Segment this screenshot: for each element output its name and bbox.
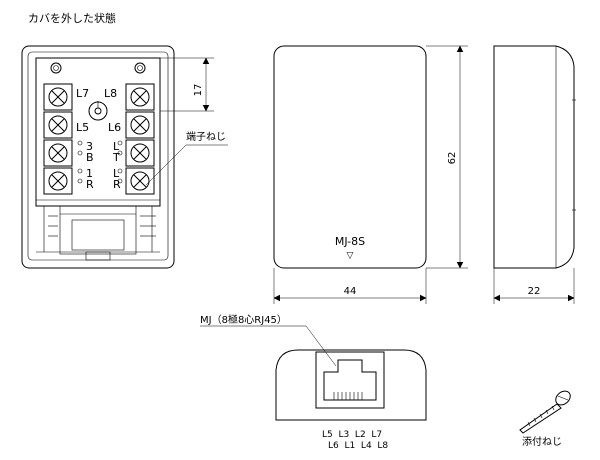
front-view: MJ-8S ▽ 62 44 — [273, 45, 468, 304]
model-label: MJ-8S — [335, 235, 365, 248]
dimension-44-label: 44 — [344, 286, 357, 297]
rj45-pins — [333, 392, 363, 400]
terminal-screw-group-right — [125, 83, 155, 195]
attached-screw-icon — [519, 390, 571, 434]
label-b: B — [86, 151, 94, 164]
model-mark: ▽ — [347, 251, 354, 261]
connector-label: MJ（8極8心RJ45） — [200, 313, 287, 326]
terminal-screw-leader — [145, 144, 187, 186]
label-l7: L7 — [76, 87, 89, 100]
label-l6: L6 — [108, 121, 121, 134]
label-r-right: R — [113, 178, 121, 191]
connector-body — [275, 349, 427, 421]
jack-housing-bottom — [36, 199, 160, 261]
pin-labels-row2: L6 L1 L4 L8 — [328, 441, 388, 451]
terminal-screw-group-left — [43, 83, 73, 195]
label-l-row3: L — [113, 140, 120, 153]
pin-labels-row1: L5 L3 L2 L7 — [322, 430, 382, 440]
outer-body-outline — [21, 45, 175, 269]
front-cover — [273, 45, 427, 269]
attached-screw-label: 添付ねじ — [522, 435, 562, 448]
dimension-22 — [493, 268, 575, 304]
mounting-hole-left — [50, 62, 62, 74]
mounting-hole-right — [134, 62, 146, 74]
wire-tabs — [77, 140, 123, 184]
dimension-62-label: 62 — [447, 152, 458, 165]
label-r-left: R — [86, 178, 94, 191]
label-l-row4: L — [113, 167, 120, 180]
label-1: 1 — [86, 167, 93, 180]
side-profile — [493, 45, 575, 269]
rj45-socket — [315, 351, 385, 409]
label-l5: L5 — [76, 121, 89, 134]
dimension-17 — [160, 57, 214, 112]
dimension-44 — [273, 268, 427, 304]
label-3: 3 — [86, 140, 93, 153]
terminal-screw-label: 端子ねじ — [186, 130, 226, 143]
dimension-22-label: 22 — [528, 286, 541, 297]
interior-view: L7 L8 L5 L6 3 B L T 1 R L R — [21, 45, 228, 269]
connector-leader — [305, 325, 337, 367]
side-view: 22 — [493, 45, 576, 304]
dimension-62 — [426, 45, 468, 269]
dimension-17-label: 17 — [193, 84, 204, 97]
label-l8: L8 — [104, 87, 117, 100]
connector-view: MJ（8極8心RJ45） L5 L3 L2 L7 L6 L1 L4 L8 — [200, 313, 427, 451]
label-t: T — [112, 151, 120, 164]
diagram-title: カバを外した状態 — [28, 11, 116, 25]
